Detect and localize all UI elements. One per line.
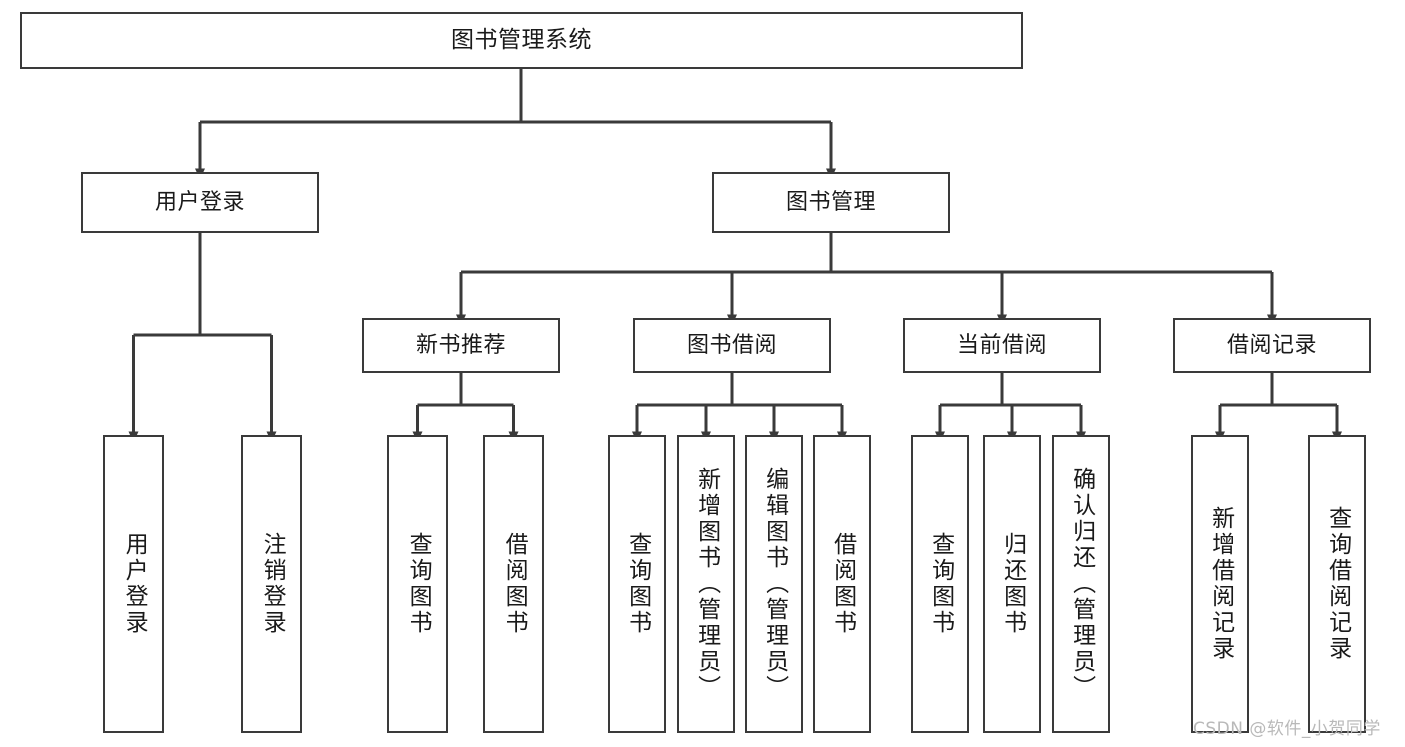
node-leaf-confirm-return-admin[interactable]: 确认归还（管理员）	[1052, 435, 1110, 733]
node-leaf-query-borrow-record[interactable]: 查询借阅记录	[1308, 435, 1366, 733]
node-leaf-query-book-current[interactable]: 查询图书	[911, 435, 969, 733]
node-borrow-record[interactable]: 借阅记录	[1173, 318, 1371, 373]
node-book-borrow[interactable]: 图书借阅	[633, 318, 831, 373]
node-leaf-add-borrow-record[interactable]: 新增借阅记录	[1191, 435, 1249, 733]
node-leaf-borrow-book[interactable]: 借阅图书	[813, 435, 871, 733]
node-book-manage[interactable]: 图书管理	[712, 172, 950, 233]
node-label-login: 用户登录	[154, 189, 245, 215]
node-leaf-user-logout[interactable]: 注销登录	[241, 435, 302, 733]
node-leaf-user-login[interactable]: 用户登录	[103, 435, 164, 733]
node-leaf-query-book-borrow[interactable]: 查询图书	[608, 435, 666, 733]
node-label-leaf-borrow-book-rec: 借阅图书	[501, 532, 528, 636]
node-leaf-return-book[interactable]: 归还图书	[983, 435, 1041, 733]
node-label-root: 图书管理系统	[451, 26, 592, 53]
node-label-leaf-query-book-rec: 查询图书	[405, 532, 432, 636]
node-login[interactable]: 用户登录	[81, 172, 319, 233]
node-label-leaf-query-book-borrow: 查询图书	[624, 532, 651, 636]
node-new-book-rec[interactable]: 新书推荐	[362, 318, 560, 373]
node-label-new-book-rec: 新书推荐	[415, 332, 506, 358]
node-current-borrow[interactable]: 当前借阅	[903, 318, 1101, 373]
node-leaf-add-book-admin[interactable]: 新增图书（管理员）	[677, 435, 735, 733]
node-label-book-manage: 图书管理	[785, 189, 876, 215]
node-label-leaf-query-borrow-record: 查询借阅记录	[1324, 506, 1351, 662]
node-label-leaf-edit-book-admin: 编辑图书（管理员）	[761, 467, 788, 701]
node-leaf-query-book-rec[interactable]: 查询图书	[387, 435, 448, 733]
node-leaf-borrow-book-rec[interactable]: 借阅图书	[483, 435, 544, 733]
node-label-leaf-borrow-book: 借阅图书	[829, 532, 856, 636]
edge-paths	[128, 69, 1342, 443]
node-label-leaf-add-borrow-record: 新增借阅记录	[1207, 506, 1234, 662]
node-label-leaf-confirm-return-admin: 确认归还（管理员）	[1068, 467, 1095, 701]
node-label-leaf-user-logout: 注销登录	[259, 532, 286, 636]
node-leaf-edit-book-admin[interactable]: 编辑图书（管理员）	[745, 435, 803, 733]
node-root[interactable]: 图书管理系统	[20, 12, 1023, 69]
node-label-leaf-add-book-admin: 新增图书（管理员）	[693, 467, 720, 701]
node-label-leaf-user-login: 用户登录	[121, 532, 148, 636]
node-label-book-borrow: 图书借阅	[686, 332, 777, 358]
node-label-leaf-return-book: 归还图书	[999, 532, 1026, 636]
node-label-borrow-record: 借阅记录	[1226, 332, 1317, 358]
node-label-current-borrow: 当前借阅	[956, 332, 1047, 358]
node-label-leaf-query-book-current: 查询图书	[927, 532, 954, 636]
